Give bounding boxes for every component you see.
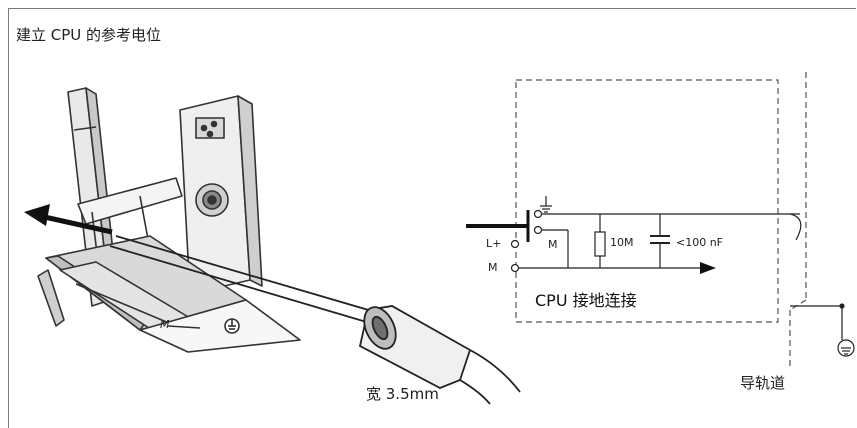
figure-frame <box>8 8 856 428</box>
capacitor-value-label: <100 nF <box>676 236 724 249</box>
screwdriver-icon <box>109 235 521 405</box>
resistor-value-label: 10M <box>610 236 634 249</box>
circuit-diagram <box>466 72 855 370</box>
screwdriver-width-label: 宽 3.5mm <box>366 385 439 403</box>
module-terminal-label: M <box>160 318 170 331</box>
terminal-lplus-label: L+ <box>486 237 502 250</box>
terminal-m-label: M <box>488 261 498 274</box>
figure-title: 建立 CPU 的参考电位 <box>16 26 162 44</box>
terminal-m-inner-label: M <box>548 238 558 251</box>
pull-arrow <box>24 204 113 235</box>
module-illustration <box>37 87 301 353</box>
rail-label: 导轨道 <box>740 374 786 392</box>
cpu-ground-label: CPU 接地连接 <box>535 291 637 310</box>
